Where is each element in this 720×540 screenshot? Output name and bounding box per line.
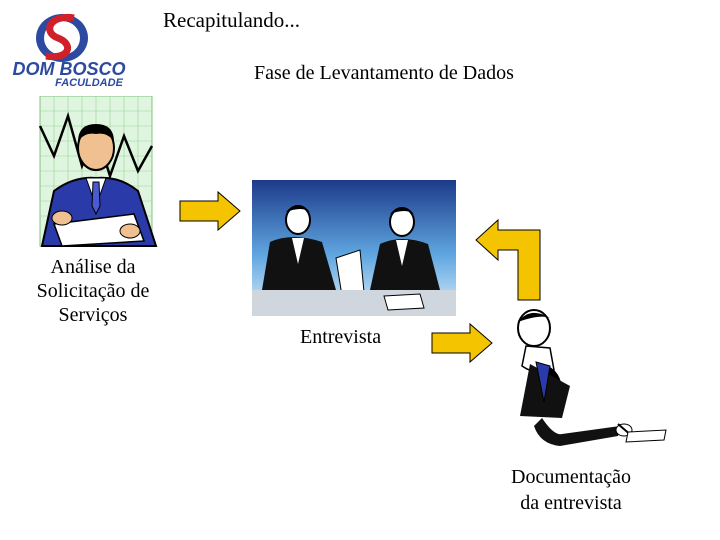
arrow-right-icon — [431, 322, 493, 364]
caption-documentacao: Documentação da entrevista — [511, 466, 631, 514]
slide-subtitle: Fase de Levantamento de Dados — [254, 62, 514, 84]
interview-meeting-icon — [252, 180, 456, 316]
businessman-document-icon — [38, 96, 158, 247]
slide-title: Recapitulando... — [163, 8, 301, 32]
dom-bosco-logo: DOM BOSCO FACULDADE — [12, 13, 126, 88]
bent-arrow-left-icon — [475, 218, 541, 301]
svg-text:FACULDADE: FACULDADE — [55, 77, 123, 88]
writing-person-icon — [517, 309, 667, 446]
svg-text:DOM BOSCO: DOM BOSCO — [12, 59, 125, 79]
caption-analise: Análise da Solicitação de Serviços — [36, 256, 150, 326]
caption-entrevista: Entrevista — [300, 326, 382, 348]
arrow-right-icon — [179, 190, 241, 232]
